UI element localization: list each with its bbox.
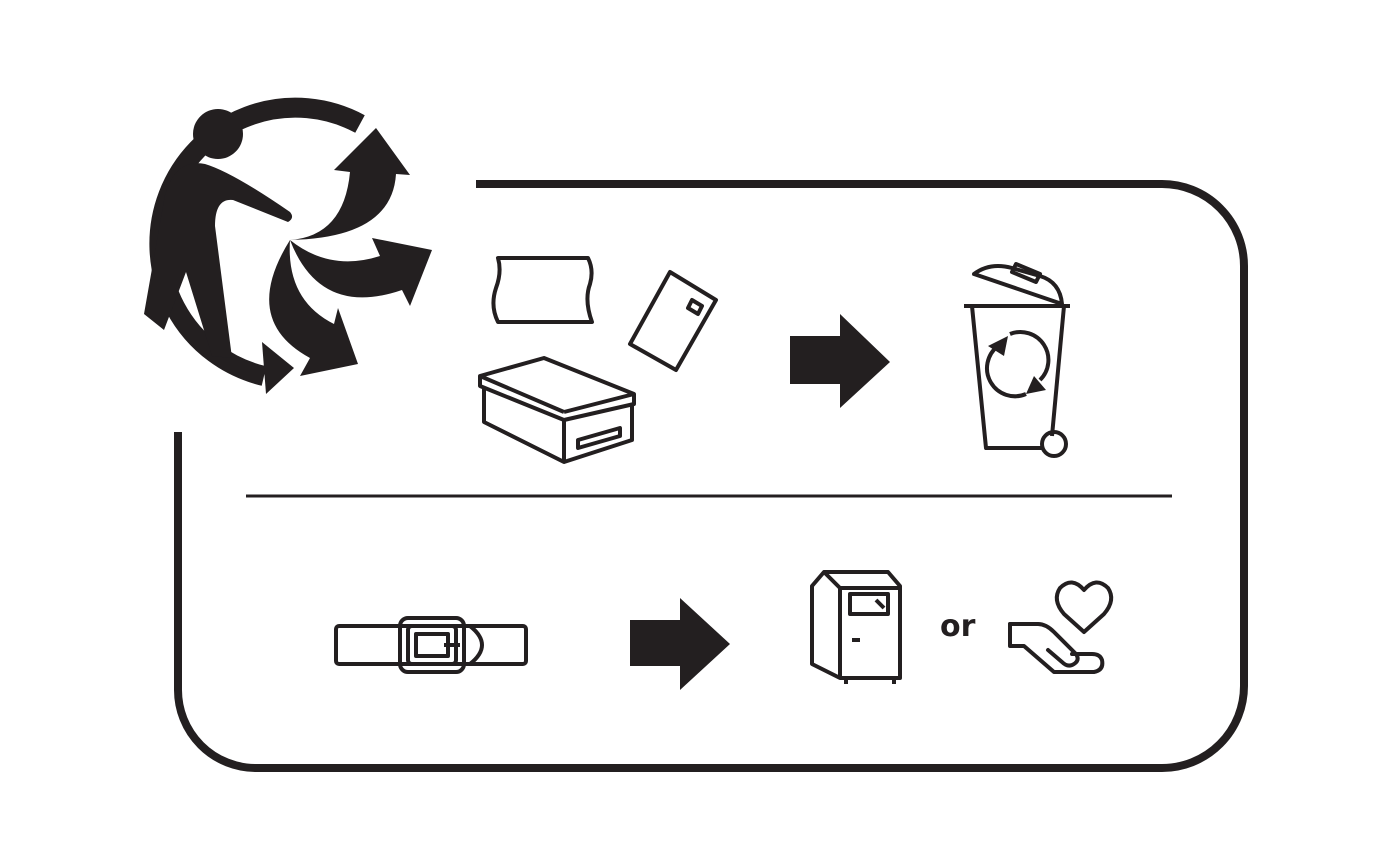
arrow-right-icon	[790, 314, 890, 408]
frame-border	[174, 180, 1248, 772]
arrow-right-icon	[630, 598, 730, 690]
shoebox-icon	[478, 356, 636, 464]
triman-logo-icon	[144, 97, 432, 394]
or-separator-text: or	[940, 609, 976, 644]
recycling-bin-icon	[964, 262, 1070, 458]
recycle-arrow-icon	[1026, 376, 1046, 394]
recycle-arrow-icon	[988, 336, 1008, 356]
donation-heart-hand-icon	[1008, 580, 1114, 674]
cardboard-sleeve-icon	[491, 256, 594, 324]
card-icon	[628, 270, 718, 372]
belt-icon	[334, 616, 528, 674]
textile-collection-container-icon	[810, 570, 902, 684]
